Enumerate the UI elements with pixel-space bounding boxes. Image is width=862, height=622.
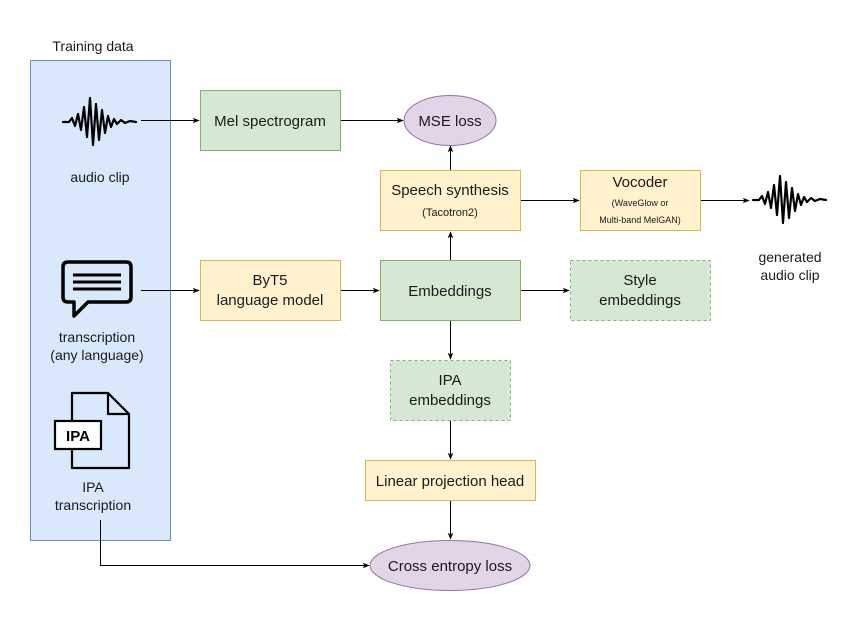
ipa-embeddings-line2: embeddings — [409, 392, 491, 409]
transcription-label-line1: transcription — [59, 329, 135, 345]
transcription-label-line2: (any language) — [50, 347, 143, 363]
style-embeddings-line1: Style — [623, 272, 656, 289]
speech-synthesis-sub: (Tacotron2) — [422, 207, 478, 219]
style-embeddings-line2: embeddings — [599, 292, 681, 309]
ipa-icon-text: IPA — [66, 428, 90, 445]
embeddings-label: Embeddings — [408, 283, 491, 300]
embeddings-box — [380, 260, 521, 321]
vocoder-sub-line1: (WaveGlow or — [612, 198, 669, 208]
speech-synthesis-box — [380, 170, 521, 231]
speech-bubble-icon — [61, 260, 133, 318]
byt5-label-line2: language model — [217, 292, 324, 309]
ipa-transcription-label-line2: transcription — [55, 497, 131, 513]
waveform-icon — [751, 174, 828, 225]
generated-audio-label-line1: generated — [758, 249, 821, 265]
style-embeddings-box — [570, 260, 711, 321]
mse-loss-label: MSE loss — [418, 113, 481, 130]
linear-projection-box — [365, 460, 536, 501]
waveform-icon — [61, 96, 138, 147]
edge-ipa-transcription-to-ce — [100, 520, 370, 569]
mse-loss-node — [403, 95, 497, 146]
mel-spectrogram-label: Mel spectrogram — [214, 113, 326, 130]
vocoder-box — [580, 170, 701, 231]
training-data-title: Training data — [52, 38, 133, 54]
vocoder-sub-line2: Multi-band MelGAN) — [599, 215, 681, 225]
ipa-embeddings-line1: IPA — [438, 372, 461, 389]
generated-audio-label-line2: audio clip — [760, 267, 819, 283]
mel-spectrogram-box — [200, 90, 341, 151]
cross-entropy-node — [369, 540, 531, 591]
vocoder-label: Vocoder — [612, 174, 667, 191]
byt5-label-line1: ByT5 — [252, 272, 287, 289]
ipa-document-icon: IPA — [53, 391, 131, 470]
ipa-transcription-label-line1: IPA — [82, 479, 104, 495]
speech-synthesis-label: Speech synthesis — [391, 182, 509, 199]
byt5-box — [200, 260, 341, 321]
linear-projection-label: Linear projection head — [376, 473, 524, 490]
audio-clip-label: audio clip — [70, 169, 129, 185]
ipa-embeddings-box — [390, 360, 511, 421]
cross-entropy-label: Cross entropy loss — [388, 558, 512, 575]
